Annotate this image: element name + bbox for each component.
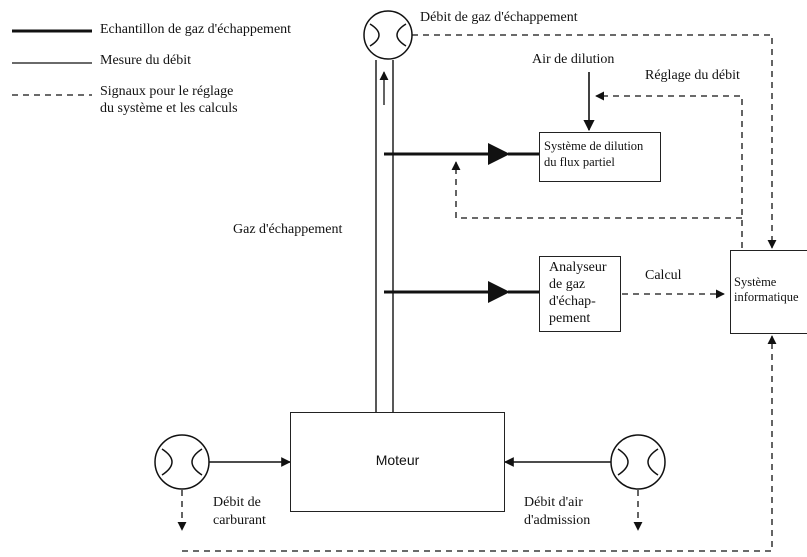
analyzer-label-line2: de gaz	[549, 277, 586, 292]
analyzer-label-line1: Analyseur	[549, 260, 607, 275]
legend-flow-label: Mesure du débit	[100, 53, 191, 68]
analyzer-box: Analyseur de gaz d'échap- pement	[539, 256, 621, 332]
legend-signal-label-line2: du système et les calculs	[100, 101, 238, 116]
exhaust-flow-label: Débit de gaz d'échappement	[420, 10, 578, 25]
fuel-flow-label-line1: Débit de	[213, 495, 261, 510]
dilution-system-label-line2: du flux partiel	[544, 155, 615, 169]
exhaust-flow-meter-icon	[363, 10, 413, 60]
legend-sample-label: Echantillon de gaz d'échappement	[100, 22, 292, 37]
fuel-flow-meter-icon	[154, 434, 210, 490]
dilution-air-label: Air de dilution	[532, 52, 615, 67]
sample-arrow-analyzer-icon	[488, 281, 510, 303]
engine-box: Moteur	[290, 412, 505, 512]
flow-control-label: Réglage du débit	[645, 68, 740, 83]
sample-arrow-dilution-icon	[488, 143, 510, 165]
exhaust-gas-label: Gaz d'échappement	[233, 222, 343, 237]
computer-label-line1: Système	[734, 275, 777, 289]
intake-flow-meter-icon	[610, 434, 666, 490]
computer-label-line2: informatique	[734, 290, 799, 304]
analyzer-label-line4: pement	[549, 311, 591, 326]
computer-box: Système informatique	[730, 250, 807, 334]
calc-label: Calcul	[645, 268, 682, 283]
dilution-system-label-line1: Système de dilution	[544, 139, 644, 153]
intake-flow-label-line2: d'admission	[524, 513, 591, 528]
legend-signal-label-line1: Signaux pour le réglage	[100, 84, 234, 99]
intake-flow-label-line1: Débit d'air	[524, 495, 583, 510]
analyzer-label-line3: d'échap-	[549, 294, 596, 309]
dilution-system-box: Système de dilution du flux partiel	[539, 132, 661, 182]
signal-dilution-loop	[451, 161, 742, 219]
fuel-flow-label-line2: carburant	[213, 513, 266, 528]
engine-label: Moteur	[375, 452, 420, 468]
